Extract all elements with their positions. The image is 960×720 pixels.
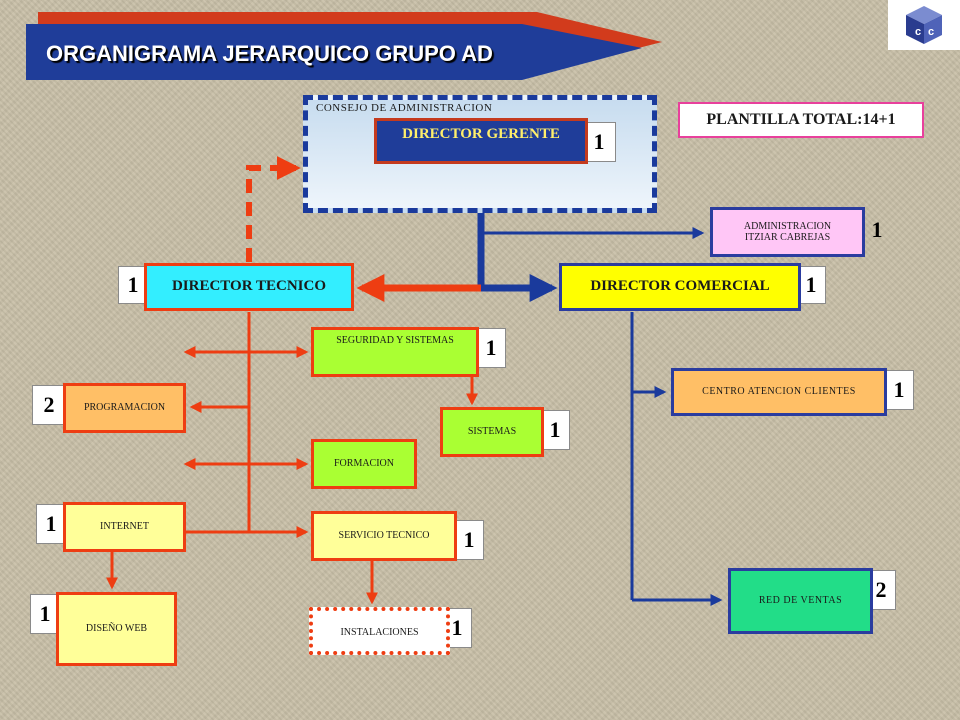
svg-text:c: c: [915, 26, 921, 38]
servicio-tecnico-count: 1: [454, 520, 484, 560]
internet-box: INTERNET: [63, 502, 186, 552]
red-connectors: [106, 156, 481, 605]
internet-count: 1: [36, 504, 66, 544]
blue-connectors: [477, 168, 723, 606]
centro-atencion-count: 1: [884, 370, 914, 410]
instalaciones-box: INSTALACIONES: [309, 607, 450, 655]
svg-text:c: c: [928, 26, 934, 38]
cube-logo-icon: c c: [906, 6, 942, 44]
logo: c c: [888, 0, 960, 50]
formacion-box: FORMACION: [311, 439, 417, 489]
centro-atencion-box: CENTRO ATENCION CLIENTES: [671, 368, 887, 416]
diseno-web-count: 1: [30, 594, 60, 634]
director-comercial-count: 1: [796, 266, 826, 304]
administracion-box: ADMINISTRACION ITZIAR CABREJAS: [710, 207, 865, 257]
seguridad-sistemas-count: 1: [476, 328, 506, 368]
programacion-count: 2: [32, 385, 66, 425]
administracion-label: ADMINISTRACION: [743, 220, 832, 232]
staff-total: PLANTILLA TOTAL:14+1: [678, 102, 924, 138]
board-label: CONSEJO DE ADMINISTRACION: [316, 101, 493, 114]
sistemas-box: SISTEMAS: [440, 407, 544, 457]
administracion-count: 1: [871, 217, 883, 242]
administracion-person: ITZIAR CABREJAS: [744, 232, 831, 243]
red-ventas-box: RED DE VENTAS: [728, 568, 873, 634]
programacion-box: PROGRAMACION: [63, 383, 186, 433]
seguridad-sistemas-box: SEGURIDAD Y SISTEMAS: [311, 327, 479, 377]
header-banner: [26, 12, 662, 80]
director-gerente-box: DIRECTOR GERENTE: [374, 118, 588, 164]
sistemas-count: 1: [540, 410, 570, 450]
page-title: ORGANIGRAMA JERARQUICO GRUPO AD: [46, 41, 493, 67]
diseno-web-box: DISEÑO WEB: [56, 592, 177, 666]
director-comercial-box: DIRECTOR COMERCIAL: [559, 263, 801, 311]
director-tecnico-box: DIRECTOR TECNICO: [144, 263, 354, 311]
servicio-tecnico-box: SERVICIO TECNICO: [311, 511, 457, 561]
